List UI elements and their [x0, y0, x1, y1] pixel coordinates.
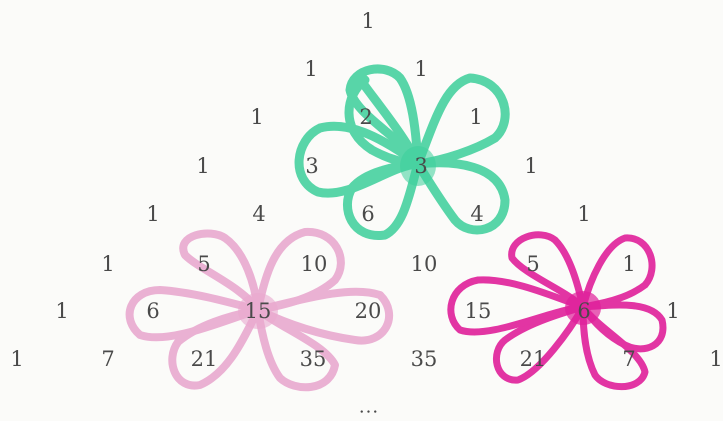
triangle-number: 15	[245, 299, 272, 323]
triangle-number: 1	[361, 9, 374, 33]
triangle-number: 1	[10, 347, 23, 371]
triangle-number: 5	[526, 252, 539, 276]
triangle-number: 1	[577, 202, 590, 226]
triangle-number: 1	[414, 57, 427, 81]
triangle-number: 4	[470, 202, 483, 226]
triangle-number: 1	[666, 299, 679, 323]
triangle-number: 35	[300, 347, 327, 371]
triangle-number: 15	[465, 299, 492, 323]
triangle-number: 6	[146, 299, 159, 323]
triangle-number: 1	[709, 347, 722, 371]
triangle-number: 35	[411, 347, 438, 371]
triangle-number: 10	[301, 252, 328, 276]
triangle-number: 21	[191, 347, 218, 371]
triangle-number: 21	[520, 347, 547, 371]
triangle-number: 1	[304, 57, 317, 81]
triangle-number: 6	[577, 299, 590, 323]
triangle-number: 1	[55, 299, 68, 323]
triangle-number: 3	[414, 154, 427, 178]
triangle-number: 1	[146, 202, 159, 226]
green-flower-petal	[418, 78, 505, 164]
ellipsis: ...	[359, 397, 379, 418]
triangle-number: 20	[355, 299, 382, 323]
triangle-number: 7	[101, 347, 114, 371]
triangle-number: 7	[622, 347, 635, 371]
triangle-number: 1	[524, 154, 537, 178]
triangle-number: 1	[469, 105, 482, 129]
triangle-number: 2	[359, 105, 372, 129]
triangle-number: 5	[197, 252, 210, 276]
triangle-number: 4	[252, 202, 265, 226]
triangle-number: 1	[622, 252, 635, 276]
triangle-number: 3	[305, 154, 318, 178]
triangle-number: 1	[101, 252, 114, 276]
triangle-number: 1	[250, 105, 263, 129]
triangle-number: 6	[361, 202, 374, 226]
triangle-number: 10	[411, 252, 438, 276]
triangle-number: 1	[196, 154, 209, 178]
